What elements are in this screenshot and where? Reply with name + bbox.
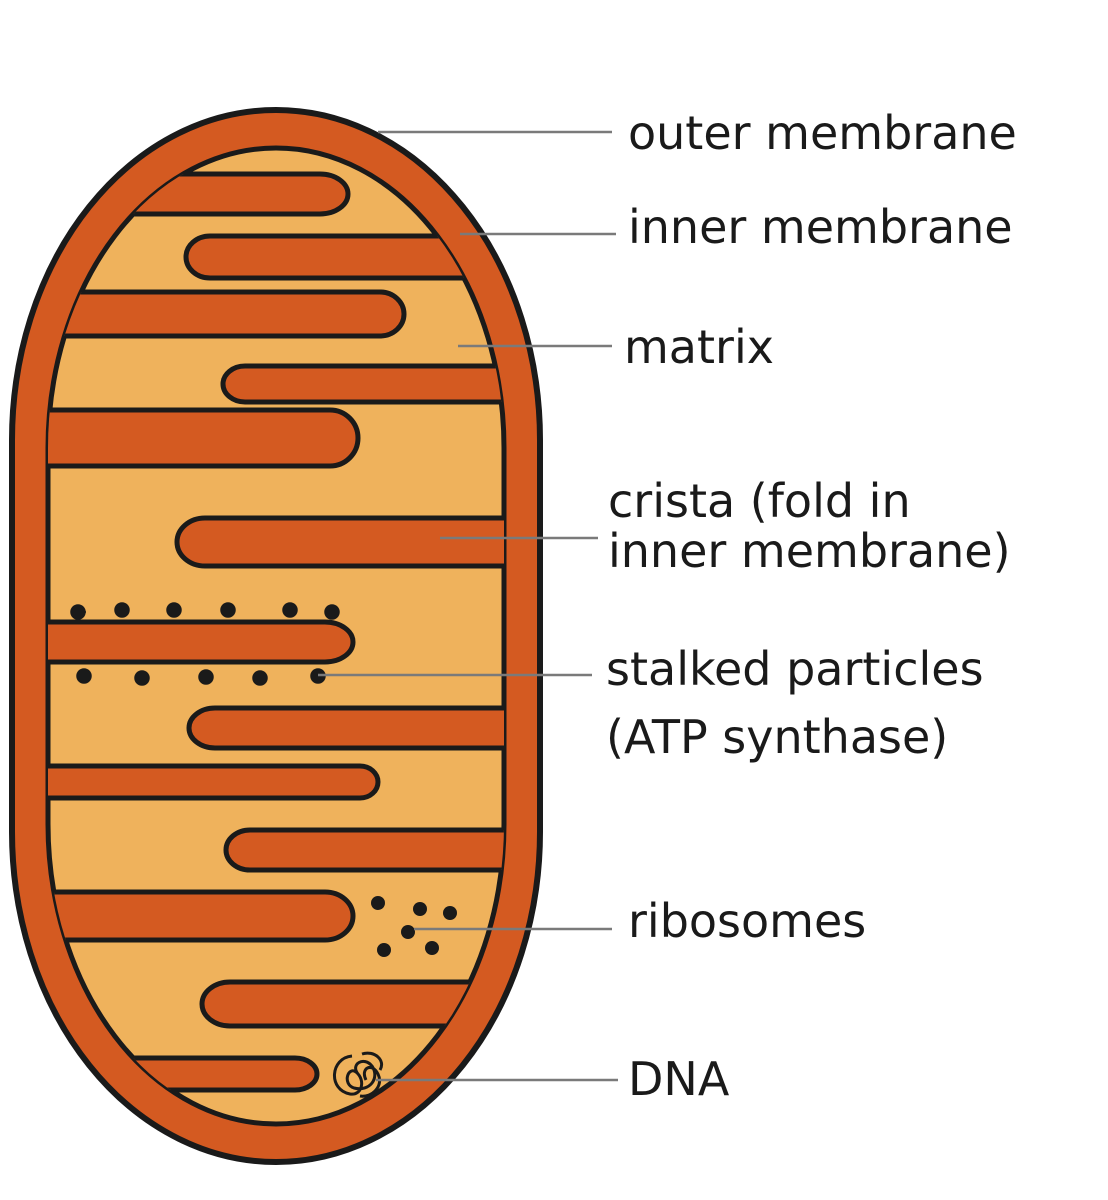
stalked-particle: [324, 604, 340, 620]
crista: [199, 979, 504, 1029]
ribosome: [401, 925, 415, 939]
label-outer-membrane: outer membrane: [628, 106, 1017, 160]
crista: [48, 171, 351, 217]
leader-lines: [318, 130, 618, 1082]
ribosome: [425, 941, 439, 955]
stalked-particle: [282, 602, 298, 618]
crista: [183, 233, 504, 281]
label-ribosomes: ribosomes: [628, 894, 867, 948]
label-crista-line1: crista (fold in: [608, 474, 911, 528]
stalked-particle: [166, 602, 182, 618]
ribosome: [377, 943, 391, 957]
label-stalked-line1: stalked particles: [606, 642, 984, 696]
stalked-particle: [70, 604, 86, 620]
stalked-particle: [76, 668, 92, 684]
stalked-particle: [252, 670, 268, 686]
stalked-particle: [114, 602, 130, 618]
crista: [48, 889, 356, 943]
crista: [174, 515, 504, 569]
stalked-particles: [70, 602, 340, 686]
crista: [186, 705, 504, 751]
label-matrix: matrix: [624, 320, 774, 374]
stalked-particle: [198, 669, 214, 685]
label-stalked-line2: (ATP synthase): [606, 710, 949, 764]
ribosome: [413, 902, 427, 916]
crista: [48, 1055, 320, 1093]
crista: [223, 827, 504, 873]
label-inner-membrane: inner membrane: [628, 200, 1013, 254]
label-crista-line2: inner membrane): [608, 524, 1011, 578]
ribosomes: [371, 896, 457, 957]
ribosome: [443, 906, 457, 920]
stalked-particle: [220, 602, 236, 618]
dna-loop: [333, 1051, 383, 1098]
stalked-particle: [134, 670, 150, 686]
crista: [48, 407, 361, 469]
crista: [48, 763, 381, 801]
crista: [48, 619, 356, 665]
crista: [48, 289, 407, 339]
crista: [220, 363, 504, 405]
cristae: [48, 171, 504, 1093]
label-dna: DNA: [628, 1052, 730, 1106]
ribosome: [371, 896, 385, 910]
